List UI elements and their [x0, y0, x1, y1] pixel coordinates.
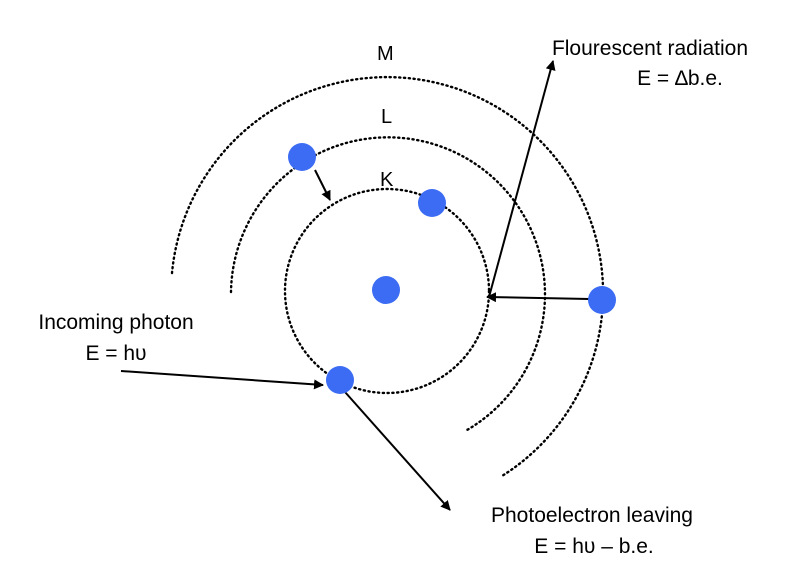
m-shell-label: M [377, 43, 394, 65]
fluorescent-radiation-arrow [488, 60, 556, 298]
m-shell [170, 75, 605, 478]
nucleus [372, 276, 400, 304]
l-shell-label: L [381, 106, 392, 128]
l-shell-electron [288, 143, 316, 171]
electron-transition-arrow [314, 169, 331, 201]
fluorescent-radiation-label: Flourescent radiation [552, 37, 748, 60]
photoelectron-arrow [344, 391, 451, 511]
k-shell-label: K [380, 169, 394, 191]
photoelectron-label: Photoelectron leaving [491, 504, 693, 527]
incoming-photon-label: Incoming photon [38, 311, 193, 334]
incoming-photon-arrow [120, 370, 324, 390]
incoming-photon-formula: E = hυ [85, 342, 146, 365]
ejected-k-electron [326, 366, 354, 394]
k-shell-electron [418, 189, 446, 217]
l-shell [229, 136, 547, 432]
k-shell [283, 187, 491, 395]
outer-electron-drop-arrow [486, 292, 590, 303]
outer-shell-electron [588, 286, 616, 314]
photoelectron-formula: E = hυ – b.e. [534, 535, 653, 558]
fluorescent-radiation-formula: E = ∆b.e. [637, 67, 723, 90]
